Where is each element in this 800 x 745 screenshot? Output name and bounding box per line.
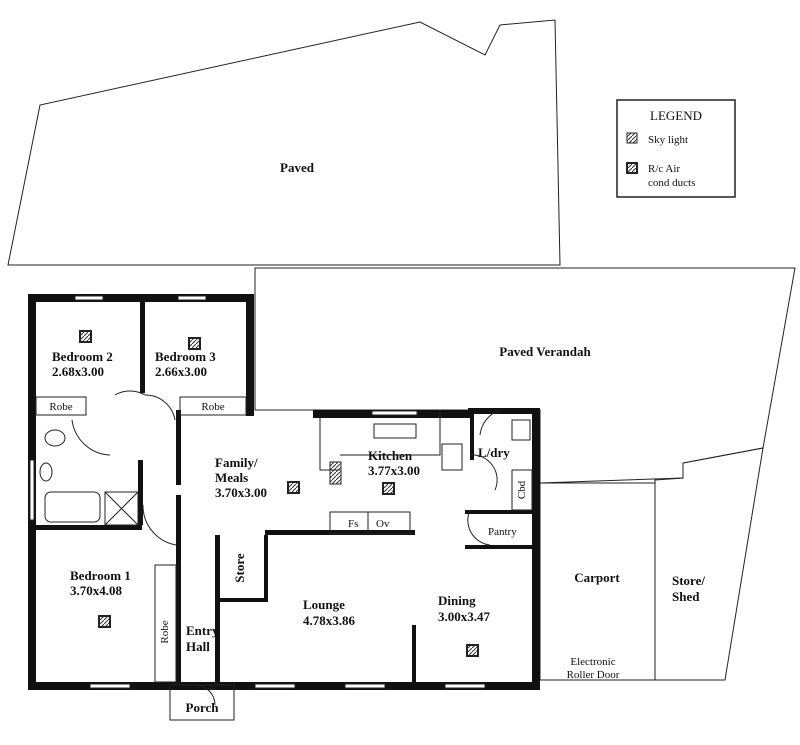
paved-label: Paved [280,160,315,175]
verandah-area [254,267,796,484]
cbd-label: Cbd [516,480,528,499]
shed-label: Store/ [672,573,705,588]
lounge-size: 4.78x3.86 [303,613,356,628]
roller-door-label-2: Roller Door [567,669,620,681]
robe-label: Robe [49,401,72,413]
porch-label: Porch [186,700,220,715]
bedroom1-label: Bedroom 1 [70,568,131,583]
skylight-icon [626,132,638,144]
robe-label: Robe [159,620,171,643]
laundry-label: L/dry [478,445,510,460]
bedroom1-size: 3.70x4.08 [70,583,123,598]
shed-label-2: Shed [672,589,700,604]
legend: LEGEND Sky light R/c Air cond ducts [616,99,736,198]
air-duct-icon [79,330,92,343]
family-label: Family/ [215,455,258,470]
entry-label: Entry [186,623,219,638]
bedroom2-size: 2.68x3.00 [52,364,104,379]
legend-skylight-label: Sky light [648,134,688,146]
dining-size: 3.00x3.47 [438,609,491,624]
walls [28,294,540,721]
lounge-label: Lounge [303,597,345,612]
air-duct-icon [188,337,201,350]
kitchen-label: Kitchen [368,448,413,463]
pantry-label: Pantry [488,526,517,538]
ov-label: Ov [376,518,390,530]
dining-label: Dining [438,593,476,608]
verandah-label: Paved Verandah [499,344,591,359]
family-size: 3.70x3.00 [215,485,267,500]
kitchen-size: 3.77x3.00 [368,463,420,478]
shed-area [654,447,764,681]
legend-duct-label-2: cond ducts [648,177,695,189]
duct-markers [79,330,479,657]
store-label: Store [232,553,247,583]
bedroom3-label: Bedroom 3 [155,349,216,364]
fs-label: Fs [348,518,358,530]
skylight-icon [329,461,342,485]
carport-label: Carport [574,570,620,585]
entry-label-2: Hall [186,639,210,654]
air-duct-icon [466,644,479,657]
roller-door-label: Electronic [570,656,615,668]
air-duct-icon [626,162,638,174]
air-duct-icon [98,615,111,628]
legend-title: LEGEND [650,108,702,123]
air-duct-icon [382,482,395,495]
air-duct-icon [287,481,300,494]
bedroom2-label: Bedroom 2 [52,349,113,364]
robe-label: Robe [201,401,224,413]
family-label-2: Meals [215,470,248,485]
legend-duct-label: R/c Air [648,163,680,175]
bedroom3-size: 2.66x3.00 [155,364,207,379]
paved-area [7,19,561,266]
